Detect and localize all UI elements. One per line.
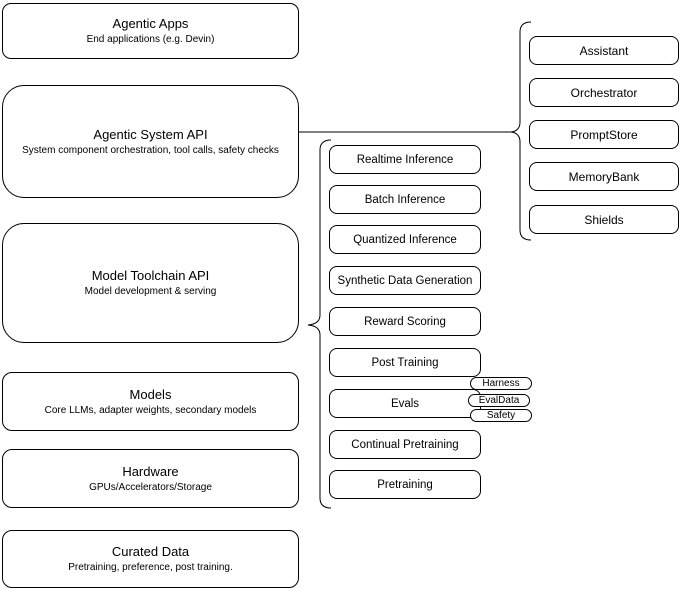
layer-agentic-system-api[interactable]: Agentic System API System component orch… [2, 85, 299, 198]
service-post-training[interactable]: Post Training [329, 348, 481, 377]
component-label: PromptStore [570, 127, 638, 142]
eval-tag-safety[interactable]: Safety [470, 409, 532, 422]
service-label: Continual Pretraining [351, 438, 459, 451]
layer-model-toolchain-api[interactable]: Model Toolchain API Model development & … [2, 223, 299, 343]
eval-tag-label: EvalData [478, 394, 520, 406]
layer-agentic-apps[interactable]: Agentic Apps End applications (e.g. Devi… [2, 3, 299, 59]
component-memorybank[interactable]: MemoryBank [529, 162, 679, 191]
eval-tag-label: Safety [486, 409, 516, 421]
eval-tag-harness[interactable]: Harness [470, 377, 532, 390]
toolchain-services-brace [307, 139, 332, 509]
service-label: Quantized Inference [353, 233, 457, 246]
service-evals[interactable]: Evals [329, 389, 481, 418]
component-promptstore[interactable]: PromptStore [529, 120, 679, 149]
layer-subtitle: System component orchestration, tool cal… [22, 144, 279, 156]
layer-hardware[interactable]: Hardware GPUs/Accelerators/Storage [2, 449, 299, 508]
service-label: Synthetic Data Generation [337, 274, 473, 287]
system-components-brace [510, 21, 532, 241]
component-orchestrator[interactable]: Orchestrator [529, 78, 679, 107]
layer-title: Agentic Apps [112, 16, 189, 31]
service-reward-scoring[interactable]: Reward Scoring [329, 307, 481, 336]
service-label: Post Training [371, 356, 439, 369]
service-label: Batch Inference [364, 193, 446, 206]
layer-subtitle: Pretraining, preference, post training. [68, 562, 233, 573]
service-synthetic-data-generation[interactable]: Synthetic Data Generation [329, 266, 481, 295]
component-label: Shields [584, 212, 624, 227]
eval-tag-label: Harness [482, 377, 520, 389]
service-pretraining[interactable]: Pretraining [329, 470, 481, 499]
layer-subtitle: Core LLMs, adapter weights, secondary mo… [44, 404, 257, 416]
service-batch-inference[interactable]: Batch Inference [329, 185, 481, 214]
service-quantized-inference[interactable]: Quantized Inference [329, 225, 481, 254]
service-label: Evals [390, 397, 420, 410]
layer-models[interactable]: Models Core LLMs, adapter weights, secon… [2, 372, 299, 431]
layer-title: Agentic System API [93, 126, 208, 142]
layer-subtitle: GPUs/Accelerators/Storage [89, 481, 212, 493]
service-label: Reward Scoring [364, 315, 446, 328]
layer-title: Models [129, 386, 172, 402]
service-realtime-inference[interactable]: Realtime Inference [329, 145, 481, 174]
layer-subtitle: End applications (e.g. Devin) [86, 34, 215, 45]
service-continual-pretraining[interactable]: Continual Pretraining [329, 430, 481, 459]
layer-title: Model Toolchain API [91, 268, 210, 283]
service-label: Pretraining [377, 478, 433, 491]
layer-title: Curated Data [111, 544, 190, 559]
layer-subtitle: Model development & serving [84, 286, 217, 297]
component-shields[interactable]: Shields [529, 205, 679, 234]
component-label: Orchestrator [570, 85, 638, 100]
layer-title: Hardware [122, 463, 179, 479]
component-assistant[interactable]: Assistant [529, 36, 679, 65]
component-label: MemoryBank [568, 169, 640, 184]
component-label: Assistant [579, 43, 629, 58]
service-label: Realtime Inference [356, 153, 454, 166]
layer-curated-data[interactable]: Curated Data Pretraining, preference, po… [2, 530, 299, 588]
eval-tag-evaldata[interactable]: EvalData [468, 394, 530, 407]
